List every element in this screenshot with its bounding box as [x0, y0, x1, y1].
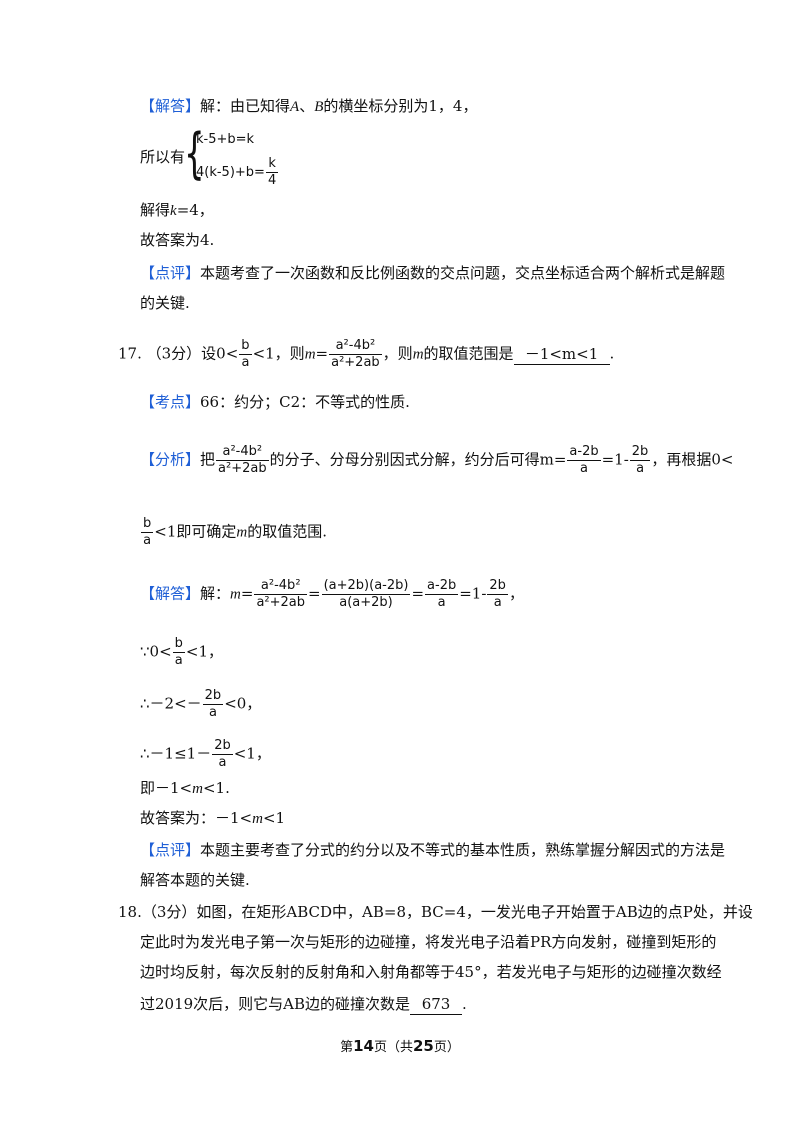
answer-blank-17: －1<m<1 — [513, 344, 610, 365]
review-17-line-1: 【点评】本题主要考查了分式的约分以及不等式的基本性质，熟练掌握分解因式的方法是 — [140, 841, 726, 859]
review-line-2: 的关键. — [140, 294, 190, 312]
question-18-line-2: 定此时为发光电子第一次与矩形的边碰撞，将发光电子沿着PR方向发射，碰撞到矩形的 — [140, 933, 717, 951]
review-17-line-2: 解答本题的关键. — [140, 871, 250, 889]
review-tag-17: 【点评】 — [140, 841, 201, 859]
kaodian-tag: 【考点】 — [140, 393, 201, 411]
question-18-line-3: 边时均反射，每次反射的反射角和入射角都等于45°，若发光电子与矩形的边碰撞次数经 — [140, 963, 722, 981]
system-intro: 所以有 — [140, 148, 186, 166]
system-eq-1: k-5+b=k — [196, 132, 255, 147]
analysis-tag: 【分析】 — [140, 450, 201, 469]
review-line-1: 【点评】本题考查了一次函数和反比例函数的交点问题，交点坐标适合两个解析式是解题 — [140, 264, 726, 282]
page-total: 25 — [413, 1037, 434, 1055]
page-footer: 第14页（共25页） — [340, 1037, 460, 1055]
review-tag: 【点评】 — [140, 264, 201, 282]
page-number: 14 — [353, 1037, 374, 1055]
answer-blank-18: 673 — [410, 994, 463, 1015]
kaodian-line: 【考点】66：约分；C2：不等式的性质. — [140, 393, 410, 411]
question-18-line-1: 18.（3分）如图，在矩形ABCD中，AB=8，BC=4，一发光电子开始置于AB… — [118, 903, 753, 921]
answer-line-1: 【解答】解：由已知得A、B的横坐标分别为1，4， — [140, 97, 478, 115]
answer-tag: 【解答】 — [140, 97, 201, 115]
step-line-4: 即－1<m<1. — [140, 779, 230, 797]
answer-line-4: 故答案为4. — [140, 231, 215, 249]
brace-symbol: { — [184, 122, 205, 185]
solution-tag: 【解答】 — [140, 584, 201, 603]
answer-line-3: 解得k=4， — [140, 201, 214, 219]
step-line-5: 故答案为：－1<m<1 — [140, 809, 286, 827]
